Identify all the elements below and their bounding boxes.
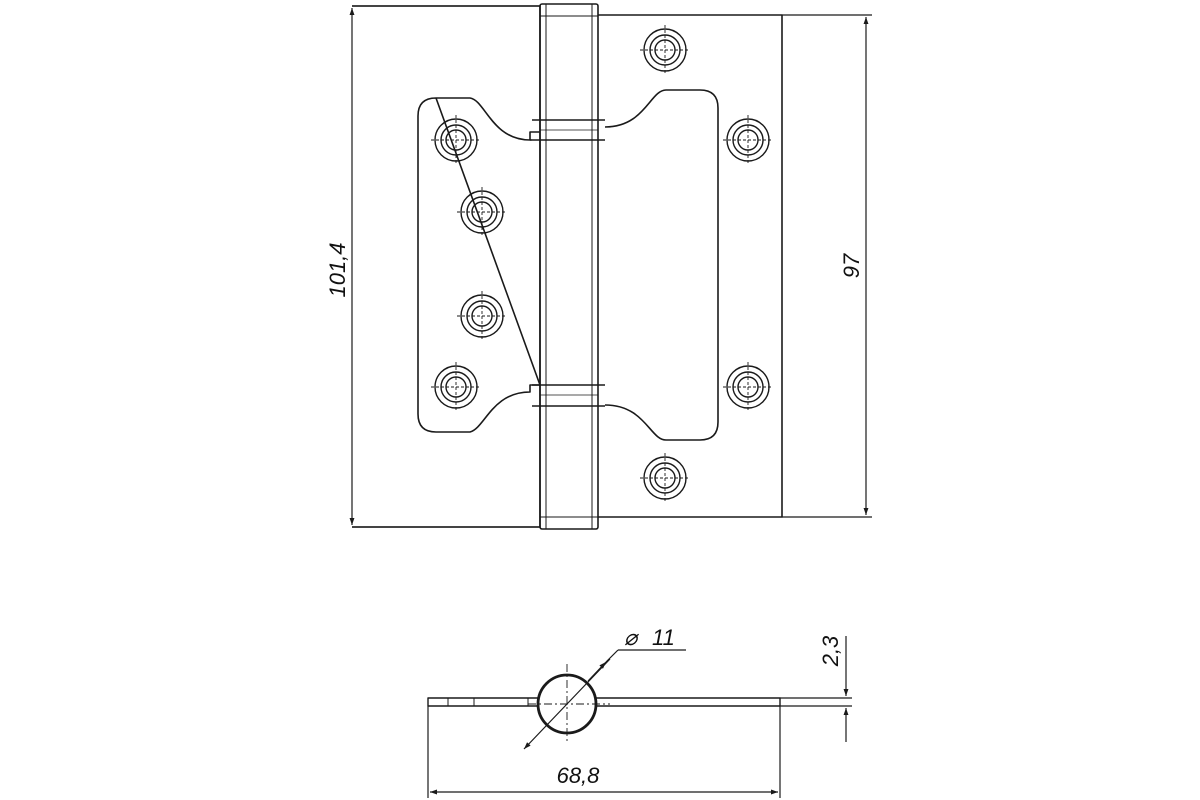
diameter-symbol: ⌀ xyxy=(624,625,640,650)
dimension-open-width xyxy=(427,706,781,798)
hole-center-marks xyxy=(431,25,773,503)
knuckle xyxy=(532,3,605,530)
left-flag-plate xyxy=(417,97,541,433)
dimension-thickness xyxy=(780,636,852,742)
open-width-label: 68,8 xyxy=(557,763,601,788)
thickness-label: 2,3 xyxy=(818,635,843,667)
dimension-leaf-height xyxy=(782,14,872,518)
hinge-side-view xyxy=(427,664,781,744)
hinge-outline xyxy=(352,5,541,528)
hinge-front-view xyxy=(352,3,783,530)
screw-holes xyxy=(434,28,770,500)
overall-height-label: 101,4 xyxy=(325,242,350,297)
side-leaf xyxy=(427,697,781,707)
right-leaf-cutout xyxy=(604,89,719,441)
pin-diameter-label: 11 xyxy=(652,625,675,650)
dimension-overall-height xyxy=(349,5,540,528)
right-leaf-outline xyxy=(598,14,783,518)
dimension-pin-diameter xyxy=(523,649,686,750)
leaf-height-label: 97 xyxy=(839,253,864,278)
